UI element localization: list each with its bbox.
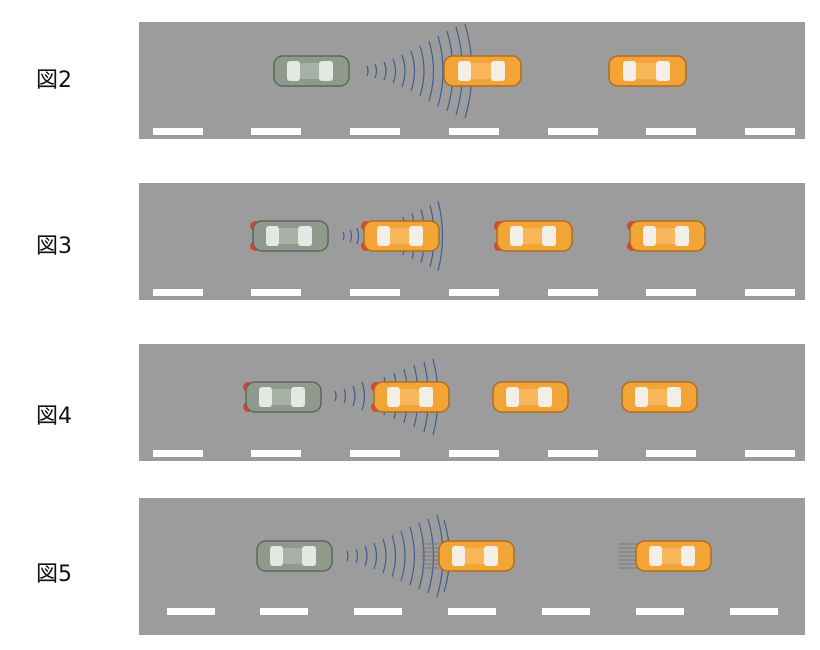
lane-markings	[153, 450, 795, 457]
lane-markings	[153, 289, 795, 296]
figure-label-2: 図2	[36, 68, 72, 93]
car-orange-middle	[492, 381, 569, 413]
road-panel-3	[139, 183, 805, 300]
car-orange-lead	[438, 540, 515, 572]
car-orange-front	[627, 220, 706, 252]
figure-label-5: 図5	[36, 562, 72, 587]
motion-lines-front	[619, 543, 637, 569]
car-gray	[250, 220, 329, 252]
car-gray	[256, 540, 333, 572]
car-orange-lead	[443, 55, 522, 87]
road-scene-5	[167, 514, 778, 615]
car-orange-front	[608, 55, 687, 87]
road-scene-2	[153, 23, 795, 135]
motion-lines-lead	[421, 543, 439, 569]
car-orange-lead	[371, 381, 450, 413]
road-panel-4	[139, 344, 805, 461]
road-scene-3	[153, 200, 795, 296]
lane-markings	[153, 128, 795, 135]
road-scene-4	[153, 358, 795, 457]
car-orange-front	[635, 540, 712, 572]
car-orange-front	[621, 381, 698, 413]
car-orange-middle	[494, 220, 573, 252]
road-panel-5	[139, 498, 805, 635]
car-orange-lead	[361, 220, 440, 252]
car-gray	[243, 381, 322, 413]
lane-markings	[167, 608, 778, 615]
car-gray	[273, 55, 350, 87]
road-panel-2	[139, 22, 805, 139]
figure-label-3: 図3	[36, 234, 72, 259]
figure-label-4: 図4	[36, 404, 72, 429]
